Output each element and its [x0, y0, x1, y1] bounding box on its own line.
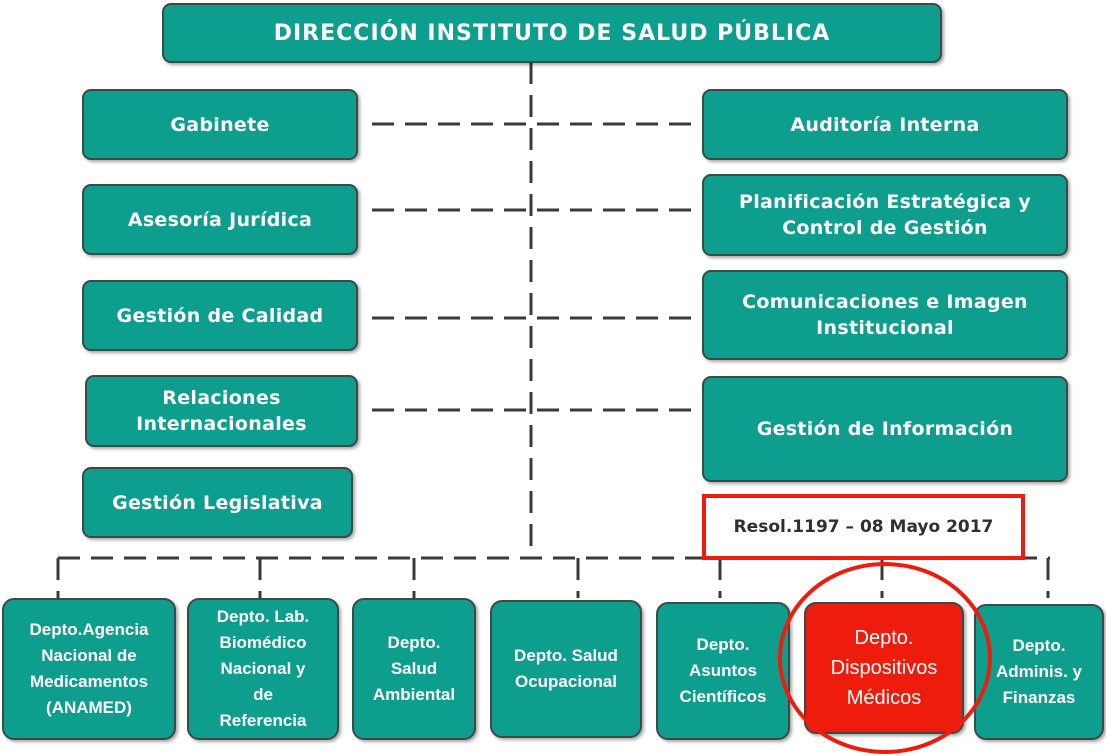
unit-gestion-legislativa: Gestión Legislativa [82, 467, 353, 538]
unit-relaciones-internacionales: Relaciones Internacionales [85, 375, 358, 447]
unit-label: Gestión de Información [756, 418, 1014, 440]
dept-anamed: Depto.Agencia Nacional de Medicamentos (… [2, 598, 176, 740]
dept-salud-ocupacional: Depto. Salud Ocupacional [490, 600, 642, 738]
unit-label: Asesoría Jurídica [127, 208, 313, 231]
unit-gestion-calidad: Gestión de Calidad [82, 280, 358, 351]
unit-asesoria-juridica: Asesoría Jurídica [82, 184, 358, 255]
dept-label: Depto. Salud Ocupacional [514, 646, 618, 691]
unit-auditoria-interna: Auditoría Interna [702, 89, 1068, 160]
resolution-note-box: Resol.1197 – 08 Mayo 2017 [702, 494, 1025, 560]
dept-salud-ambiental: Depto. Salud Ambiental [352, 598, 476, 740]
dept-lab-biomedico: Depto. Lab. Biomédico Nacional y de Refe… [187, 598, 339, 740]
highlight-circle [778, 562, 992, 754]
dept-label: Depto. Salud Ambiental [372, 633, 456, 704]
direction-box: DIRECCIÓN INSTITUTO DE SALUD PÚBLICA [162, 3, 942, 63]
direction-title: DIRECCIÓN INSTITUTO DE SALUD PÚBLICA [273, 20, 831, 46]
unit-gestion-informacion: Gestión de Información [702, 376, 1068, 482]
unit-label: Relaciones Internacionales [136, 387, 307, 435]
unit-label: Auditoría Interna [790, 113, 980, 136]
dept-label: Depto. Adminis. y Finanzas [996, 636, 1082, 707]
unit-gabinete: Gabinete [82, 89, 358, 160]
dept-label: Depto. Asuntos Científicos [679, 635, 767, 706]
resolution-note: Resol.1197 – 08 Mayo 2017 [733, 517, 994, 537]
unit-label: Planificación Estratégica y Control de G… [739, 191, 1031, 239]
unit-planificacion-estrategica: Planificación Estratégica y Control de G… [702, 174, 1068, 256]
dept-asuntos-cientificos: Depto. Asuntos Científicos [656, 602, 790, 740]
dept-label: Depto.Agencia Nacional de Medicamentos (… [29, 620, 149, 717]
dept-adminis-finanzas: Depto. Adminis. y Finanzas [974, 604, 1104, 740]
unit-label: Gestión Legislativa [112, 491, 323, 514]
unit-label: Gabinete [170, 113, 270, 136]
dept-label: Depto. Lab. Biomédico Nacional y de Refe… [216, 607, 310, 730]
unit-comunicaciones: Comunicaciones e Imagen Institucional [702, 270, 1068, 360]
unit-label: Comunicaciones e Imagen Institucional [742, 291, 1028, 339]
unit-label: Gestión de Calidad [116, 304, 324, 327]
